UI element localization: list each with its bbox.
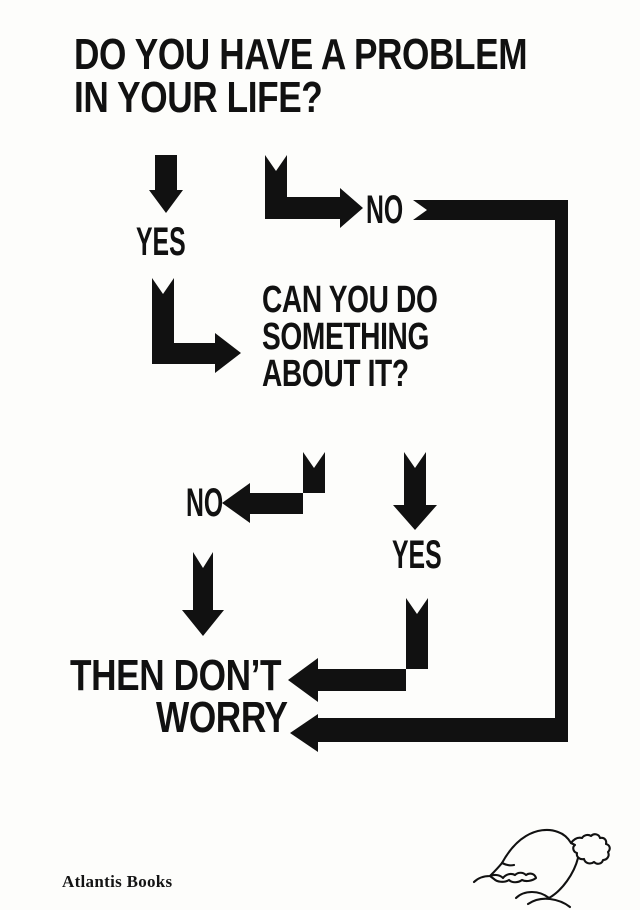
great-wave-logo xyxy=(472,828,611,909)
question-2-line2: SOMETHING xyxy=(262,316,429,358)
connector-no-top-to-ending xyxy=(290,200,568,752)
question-2-line3: ABOUT IT? xyxy=(262,353,409,395)
arrow-down-to-yes-top xyxy=(149,155,183,213)
ending-line2: WORRY xyxy=(156,693,288,742)
edge-label-no-bottom: NO xyxy=(186,481,224,525)
question-2-line1: CAN YOU DO xyxy=(262,279,438,321)
arrow-elbow-yes-bottom-to-ending xyxy=(288,598,428,702)
arrow-down-no-bottom-to-ending xyxy=(182,552,224,636)
ending-line1: THEN DON’T xyxy=(70,651,282,700)
arrow-elbow-question2-to-no-bottom xyxy=(222,452,325,523)
edge-label-yes-top: YES xyxy=(136,220,186,264)
arrow-elbow-down-right-to-no xyxy=(265,155,363,228)
edge-label-yes-bottom: YES xyxy=(392,533,442,577)
arrow-down-to-yes-bottom xyxy=(393,452,437,530)
publisher-imprint: Atlantis Books xyxy=(62,872,173,891)
arrow-elbow-yes-top-to-question2 xyxy=(152,278,241,373)
page-title: DO YOU HAVE A PROBLEM xyxy=(74,30,528,79)
edge-label-no-top: NO xyxy=(366,188,404,232)
page-title-line2: IN YOUR LIFE? xyxy=(74,73,323,122)
